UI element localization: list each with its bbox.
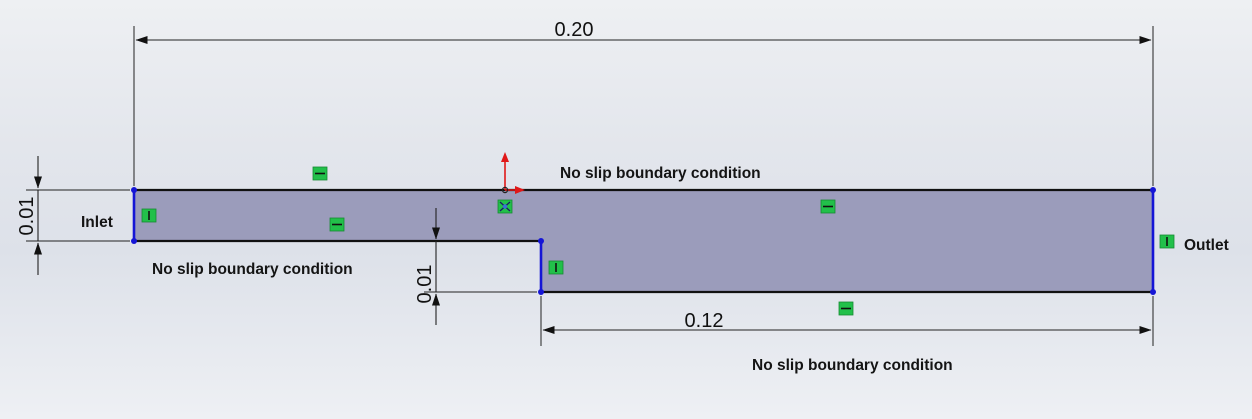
point-inlet-top[interactable] xyxy=(131,187,137,193)
point-outlet-bottom[interactable] xyxy=(1150,289,1156,295)
vertical-relation-icon[interactable] xyxy=(1159,234,1175,249)
vertical-relation-icon[interactable] xyxy=(548,260,564,275)
dimension-outlet-length[interactable]: 0.12 xyxy=(540,296,1154,346)
dimension-outlet-length-value[interactable]: 0.12 xyxy=(685,310,724,332)
dimension-step-height[interactable]: 0.01 xyxy=(414,208,537,325)
point-inlet-bottom[interactable] xyxy=(131,238,137,244)
outlet-label: Outlet xyxy=(1184,237,1229,254)
wall-top-label: No slip boundary condition xyxy=(560,165,761,182)
wall-bottom-left-label: No slip boundary condition xyxy=(152,261,353,278)
dimension-inlet-height-value[interactable]: 0.01 xyxy=(16,197,38,236)
wall-bottom-right-label: No slip boundary condition xyxy=(752,357,953,374)
horizontal-relation-icon[interactable] xyxy=(329,217,345,232)
point-outlet-top[interactable] xyxy=(1150,187,1156,193)
point-step-top[interactable] xyxy=(538,238,544,244)
dimension-step-height-value[interactable]: 0.01 xyxy=(414,265,436,304)
origin-icon[interactable] xyxy=(501,152,525,194)
coincident-relation-icon[interactable] xyxy=(497,199,513,214)
dimension-inlet-height[interactable]: 0.01 xyxy=(16,156,130,275)
horizontal-relation-icon[interactable] xyxy=(838,301,854,316)
horizontal-relation-icon[interactable] xyxy=(820,199,836,214)
horizontal-relation-icon[interactable] xyxy=(312,166,328,181)
vertical-relation-icon[interactable] xyxy=(141,208,157,223)
point-step-bottom[interactable] xyxy=(538,289,544,295)
inlet-label: Inlet xyxy=(81,214,113,231)
fluid-domain[interactable] xyxy=(134,190,1153,292)
sketch-points xyxy=(131,187,1156,295)
dimension-total-length-value[interactable]: 0.20 xyxy=(555,19,594,41)
dimension-total-length[interactable]: 0.20 xyxy=(133,19,1154,186)
